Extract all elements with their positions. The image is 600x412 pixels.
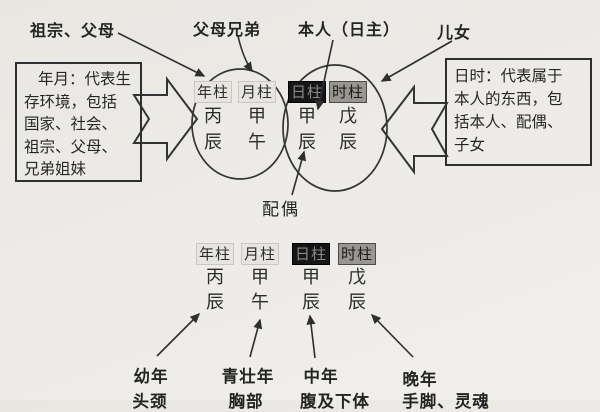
lower-year-pillar-column: 年柱 丙 辰 <box>193 244 237 314</box>
left-box-line: 兄弟姐妹 <box>24 160 87 178</box>
bodypart-abdomen-lower: 腹及下体 <box>300 392 370 411</box>
upper-year-branch: 辰 <box>204 132 222 153</box>
day-hour-ellipse <box>282 64 388 192</box>
right-box-line: 括本人、配偶、 <box>454 113 563 131</box>
spouse-label: 配偶 <box>262 200 300 220</box>
label-self-day-master: 本人（日主） <box>298 20 401 39</box>
lower-year-stem: 丙 <box>206 267 224 288</box>
lower-year-pillar-label: 年柱 <box>196 244 233 264</box>
lower-day-pillar-label: 日柱 <box>292 244 329 264</box>
stage-young-adult: 青壮年 <box>221 367 275 386</box>
lower-hour-pillar-column: 时柱 戊 辰 <box>335 244 379 314</box>
left-block-arrow <box>132 76 199 162</box>
upper-year-pillar-label: 年柱 <box>194 82 231 102</box>
upper-month-pillar-column: 月柱 甲 午 <box>235 82 279 154</box>
upper-hour-pillar-label: 时柱 <box>329 82 366 102</box>
upper-year-pillar-column: 年柱 丙 辰 <box>191 82 235 154</box>
upper-year-stem: 丙 <box>204 106 222 127</box>
upper-day-pillar-column: 日柱 甲 辰 <box>285 82 329 154</box>
upper-month-pillar-label: 月柱 <box>238 82 275 102</box>
upper-hour-stem: 戊 <box>339 106 357 127</box>
right-box-line: 本人的东西，包 <box>454 90 563 108</box>
lower-hour-pillar-label: 时柱 <box>338 244 375 264</box>
day-hour-explanation-box: 日时：代表属于 本人的东西，包 括本人、配偶、 子女 <box>445 58 592 166</box>
bodypart-hands-feet-soul: 手脚、灵魂 <box>402 392 490 411</box>
lower-month-stem: 甲 <box>251 267 269 288</box>
lower-day-pillar-column: 日柱 甲 辰 <box>289 244 333 314</box>
bodypart-head-neck: 头颈 <box>132 392 168 411</box>
upper-hour-pillar-column: 时柱 戊 辰 <box>326 82 370 154</box>
bodypart-chest: 胸部 <box>228 392 264 411</box>
lower-hour-branch: 辰 <box>348 292 366 313</box>
lower-month-pillar-column: 月柱 甲 午 <box>238 244 282 314</box>
lower-month-pillar-label: 月柱 <box>241 244 278 264</box>
stage-old-age: 晚年 <box>402 370 438 389</box>
lower-year-branch: 辰 <box>206 292 224 313</box>
upper-hour-branch: 辰 <box>339 132 357 153</box>
lower-month-branch: 午 <box>251 292 269 313</box>
stage-childhood: 幼年 <box>133 367 169 386</box>
label-children: 儿女 <box>437 23 472 42</box>
upper-month-stem: 甲 <box>248 106 266 127</box>
left-box-line: 祖宗、父母、 <box>24 137 118 156</box>
lower-hour-stem: 戊 <box>348 267 366 288</box>
right-box-line: 子女 <box>454 136 486 154</box>
year-month-explanation-box: 年月：代表生 存环境，包括 国家、社会、 祖宗、父母、 兄弟姐妹 <box>15 62 142 182</box>
lower-day-branch: 辰 <box>302 292 320 313</box>
upper-day-pillar-label: 日柱 <box>288 82 325 102</box>
label-ancestors-parents: 祖宗、父母 <box>30 21 116 40</box>
upper-day-stem: 甲 <box>298 106 316 127</box>
right-block-arrow <box>380 84 449 176</box>
upper-month-branch: 午 <box>248 132 266 153</box>
left-box-line: 年月：代表生 <box>38 70 132 88</box>
lower-day-stem: 甲 <box>302 267 320 288</box>
left-box-line: 国家、社会、 <box>24 115 118 133</box>
stage-middle-age: 中年 <box>303 367 339 386</box>
upper-day-branch: 辰 <box>298 132 316 153</box>
left-box-line: 存环境，包括 <box>24 92 118 111</box>
label-parents-siblings: 父母兄弟 <box>193 20 262 39</box>
right-box-line: 日时：代表属于 <box>454 67 563 85</box>
